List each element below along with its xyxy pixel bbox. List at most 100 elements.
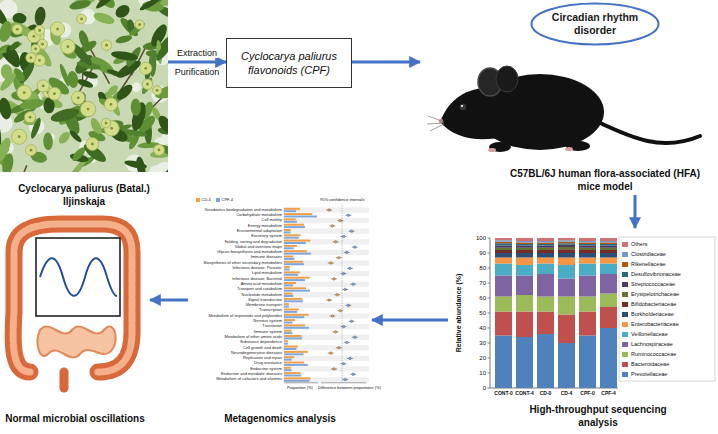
ci-dot <box>339 219 342 222</box>
bar-segment <box>579 276 596 297</box>
bar-segment <box>495 248 512 250</box>
figure-panel: C57BL/6J human flora-associated (HFA) mi… <box>420 48 710 195</box>
proportion-bar <box>284 346 298 348</box>
fruit-wing <box>104 121 119 136</box>
tick-label: 10 <box>479 370 486 377</box>
sine-wave <box>40 258 117 296</box>
proportion-bar <box>284 277 310 279</box>
proportion-bar <box>284 258 294 260</box>
proportion-bar <box>284 218 296 220</box>
fruit-seed <box>67 45 70 48</box>
bar-segment <box>516 250 533 253</box>
proportion-bar <box>284 295 293 297</box>
leaf <box>68 129 83 144</box>
fruit-seed <box>91 143 94 146</box>
axis-title: Proportion (%) <box>287 386 313 391</box>
fruit-seed <box>110 103 113 106</box>
tick-label: 40 <box>479 325 486 332</box>
ci-dot <box>349 267 352 270</box>
row-band <box>283 260 369 265</box>
row-band <box>283 207 369 212</box>
ci-dot <box>346 251 349 254</box>
proportion-bar <box>284 319 295 321</box>
bar-segment <box>579 253 596 258</box>
leaf <box>130 98 141 116</box>
tick-label: 0 <box>483 385 486 392</box>
ci-bar <box>352 247 358 248</box>
bar-segment <box>495 297 512 312</box>
ci-dot <box>338 256 341 259</box>
plot-header: 95% confidence intervals <box>320 198 364 203</box>
fruit-wing <box>142 79 152 89</box>
bar-segment <box>516 276 533 296</box>
proportion-bar <box>284 353 304 355</box>
proportion-bar <box>284 309 299 311</box>
bar-segment <box>558 240 575 242</box>
pathway-name: Drug resistance <box>254 361 282 366</box>
bar-segment <box>600 244 617 246</box>
ci-bar <box>345 305 351 306</box>
proportion-bar <box>284 284 293 286</box>
ci-dot <box>352 373 355 376</box>
mouse-eye-glint <box>461 105 463 107</box>
bar-segment <box>516 265 533 276</box>
proportion-bar <box>284 340 288 342</box>
ci-dot <box>350 320 353 323</box>
bar-segment <box>495 246 512 248</box>
fruit-seed <box>110 127 113 130</box>
proportion-bar <box>284 229 291 231</box>
legend-swatch <box>622 302 628 307</box>
ci-bar <box>349 231 355 232</box>
legend-swatch <box>622 312 628 317</box>
bar-segment <box>600 294 617 308</box>
bar-segment <box>516 295 533 312</box>
bar-segment <box>516 248 533 250</box>
row-band <box>283 239 369 244</box>
fruit-seed <box>80 18 83 21</box>
pathway-name: Membrane transport <box>246 303 282 308</box>
row-band <box>283 356 369 361</box>
proportion-bar <box>284 237 299 239</box>
legend-swatch <box>622 252 628 257</box>
pathway-name: Replication and repair <box>243 356 282 361</box>
pathway-name: Infectious disease: Bacterial <box>232 277 282 282</box>
leaf <box>106 68 125 79</box>
proportion-bar <box>284 266 290 268</box>
ci-bar <box>347 268 353 269</box>
ci-dot <box>339 309 342 312</box>
bar-segment <box>516 244 533 246</box>
bar-segment <box>537 243 554 245</box>
leaf <box>34 6 47 26</box>
mouse-leg <box>489 142 511 152</box>
fruit-seed <box>105 44 108 47</box>
pathway-name: Excretory system <box>251 234 282 239</box>
ci-bar <box>341 326 347 327</box>
legend-label: Clostridiaceae <box>631 251 666 257</box>
arrow-note: Purification <box>175 67 220 77</box>
pathway-name: Endocrine system <box>250 367 282 372</box>
legend-label: CD-4 <box>202 198 211 203</box>
bar-segment <box>558 247 575 249</box>
ci-bar <box>329 316 335 317</box>
pathway-name: Endocrine and metabolic diseases <box>221 372 282 377</box>
tree-photo <box>0 0 168 172</box>
leaf <box>76 78 94 90</box>
fruit-seed <box>30 149 33 152</box>
bar-segment <box>600 246 617 248</box>
legend-label: Bacteroidaceae <box>631 361 669 367</box>
pathway-name: Neurodegenerative diseases <box>231 351 282 356</box>
small-intestine <box>38 327 116 358</box>
ci-dot <box>347 214 350 217</box>
proportion-bar <box>284 369 291 371</box>
proportion-bar <box>284 242 306 244</box>
condition-oval: Circadian rhythm disorder <box>530 2 660 46</box>
fruit-seed <box>56 28 59 31</box>
tick <box>488 388 491 389</box>
bar-segment <box>495 240 512 242</box>
bar-segment <box>537 258 554 264</box>
fruit-seed <box>144 67 147 70</box>
ci-dot <box>354 246 357 249</box>
pathway-name: Glycan biosynthesis and metabolism <box>217 250 282 255</box>
figure-panel: Cyclocarya paliurus (Batal.) Iljinskaja <box>0 0 168 210</box>
leaf <box>0 0 3 9</box>
